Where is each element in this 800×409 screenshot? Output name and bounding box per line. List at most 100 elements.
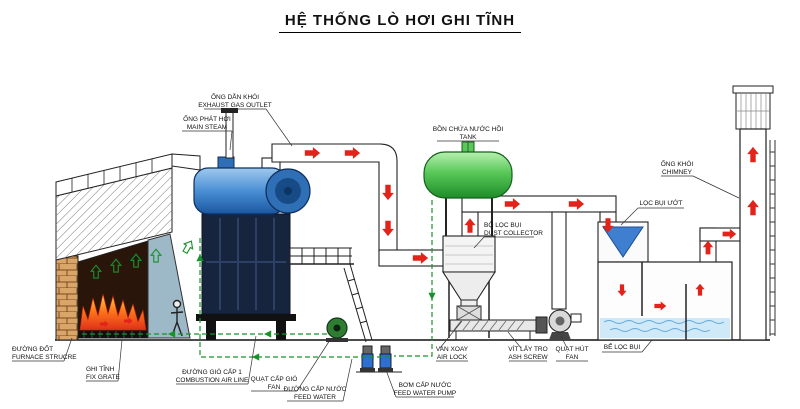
- chimney: [732, 85, 776, 341]
- label-line: ỐNG DẪN KHÓI: [211, 91, 259, 101]
- fan-outlet: [570, 313, 582, 323]
- support-leg: [206, 321, 216, 340]
- steam-dome: [217, 156, 235, 170]
- label-line: TANK: [460, 134, 478, 141]
- label-line: FURNACE STRUCRE: [12, 354, 77, 361]
- label-line: FAN: [268, 384, 281, 391]
- label-line: BỒN CHỨA NƯỚC HỒI: [433, 123, 504, 133]
- boiler-drum: [193, 108, 311, 215]
- label-line: QUẠT HÚT: [555, 344, 588, 353]
- label-line: ĐƯỜNG CẤP NƯỚC: [284, 383, 347, 393]
- settling-tank: [597, 261, 733, 341]
- label-dust-collector: BỘ LỌC BỤI DUST COLLECTOR: [484, 220, 543, 237]
- valve-cross: [456, 305, 482, 321]
- label-line: FAN: [566, 354, 579, 361]
- furnace-top-louver: [55, 153, 173, 197]
- label-line: COMBUSTION AIR LINE: [176, 377, 249, 384]
- fan-hub: [333, 324, 341, 332]
- label-line: ỐNG KHÓI: [661, 158, 694, 168]
- spray-cone: [602, 226, 644, 258]
- tank-drain-line: [394, 200, 433, 357]
- label-line: VÍT LẤY TRO: [508, 343, 547, 353]
- dust-collector: [441, 235, 497, 338]
- label-chimney: ỐNG KHÓI CHIMNEY: [661, 158, 694, 176]
- label-furnace: ĐƯỜNG ĐỐT FURNACE STRUCRE: [12, 343, 77, 361]
- page-title: HỆ THỐNG LÒ HƠI GHI TĨNH: [0, 12, 800, 33]
- steam-pipe-flange: [221, 108, 238, 113]
- pump-base: [360, 368, 375, 372]
- label-line: ĐƯỜNG ĐỐT: [12, 343, 53, 353]
- page-title-text: HỆ THỐNG LÒ HƠI GHI TĨNH: [278, 12, 522, 33]
- label-air-lock: VAN XOAY AIR LOCK: [436, 346, 469, 361]
- leader-lines: [12, 108, 740, 402]
- operator-figure: [170, 299, 184, 337]
- ash-screw-conveyor: [449, 316, 548, 340]
- support-base: [196, 314, 296, 321]
- label-supply-fan: QUẠT CẤP GIÓ FAN: [251, 373, 298, 391]
- louver-dividers: [71, 158, 153, 193]
- label-line: QUẠT CẤP GIÓ: [251, 373, 298, 383]
- label-feed-pump: BƠM CẤP NƯỚC FEED WATER PUMP: [394, 379, 456, 397]
- label-suction-fan: QUẠT HÚT FAN: [555, 344, 588, 361]
- combustion-air-fan: [326, 317, 348, 342]
- cyclone-body: [442, 235, 496, 273]
- screw-spiral: [453, 320, 525, 331]
- support-leg: [276, 321, 286, 340]
- fan-suction-duct: [551, 211, 567, 310]
- duct-to-chimney: [699, 227, 743, 242]
- duct-boiler-to-cyclone-vertical: [271, 143, 398, 253]
- pump-body: [361, 353, 374, 369]
- label-line: LỌC BỤI ƯỚT: [640, 198, 683, 207]
- label-line: BỂ LỌC BỤI: [604, 342, 641, 351]
- return-water-tank: [423, 141, 513, 236]
- cyclone-body-lines: [445, 245, 493, 265]
- pump-motor: [380, 345, 391, 355]
- label-line: EXHAUST GAS OUTLET: [198, 102, 272, 109]
- chimney-cap-plate: [732, 85, 774, 94]
- furnace-flue-connection: [171, 153, 201, 171]
- label-fix-grate: GHI TĨNH FIX GRATE: [86, 364, 120, 381]
- label-line: ỐNG PHÁT HƠI: [183, 113, 231, 123]
- cyclone-cone: [441, 271, 497, 301]
- water-wave: [603, 320, 725, 324]
- label-line: BỘ LỌC BỤI: [484, 220, 521, 229]
- label-line: FEED WATER PUMP: [394, 390, 456, 397]
- label-main-steam: ỐNG PHÁT HƠI MAIN STEAM: [183, 113, 231, 131]
- label-line: GHI TĨNH: [86, 364, 115, 373]
- pump-body: [379, 353, 392, 369]
- induced-draft-fan: [548, 309, 582, 340]
- chimney-body: [739, 128, 767, 341]
- casing-panels: [206, 218, 286, 310]
- fan-base: [549, 332, 571, 340]
- label-feed-water: ĐƯỜNG CẤP NƯỚC FEED WATER: [284, 383, 347, 401]
- cyclone-neck: [460, 299, 478, 307]
- rear-pass-casing: [201, 213, 291, 315]
- label-line: BƠM CẤP NƯỚC: [399, 379, 452, 389]
- label-line: DUST COLLECTOR: [484, 230, 543, 237]
- label-line: CHIMNEY: [662, 169, 693, 176]
- platform-railing: [286, 247, 373, 343]
- furnace-wall-hatch: [56, 168, 172, 260]
- label-line: FIX GRATE: [86, 374, 120, 381]
- air-water-lines: [82, 200, 433, 358]
- water-wave: [609, 328, 711, 332]
- chimney-ladder: [769, 140, 776, 336]
- label-line: ĐƯỜNG GIÓ CẤP 1: [182, 366, 242, 376]
- screw-motor: [535, 316, 548, 334]
- fix-grate: [78, 331, 148, 338]
- label-wet-filter: LỌC BỤI ƯỚT: [640, 198, 683, 207]
- pump-motor: [362, 345, 373, 355]
- boiler-support: [196, 213, 296, 340]
- fan-hub: [555, 316, 565, 326]
- label-settling-tank: BỂ LỌC BỤI: [604, 342, 641, 351]
- feed-pump-2: [378, 345, 393, 372]
- brick-column: [55, 255, 79, 341]
- label-line: FEED WATER: [294, 394, 336, 401]
- label-line: VAN XOAY: [436, 346, 469, 353]
- crown-grid: [736, 93, 770, 129]
- label-combustion-air: ĐƯỜNG GIÓ CẤP 1 COMBUSTION AIR LINE: [176, 366, 249, 384]
- label-line: ASH SCREW: [508, 354, 548, 361]
- label-line: AIR LOCK: [437, 354, 468, 361]
